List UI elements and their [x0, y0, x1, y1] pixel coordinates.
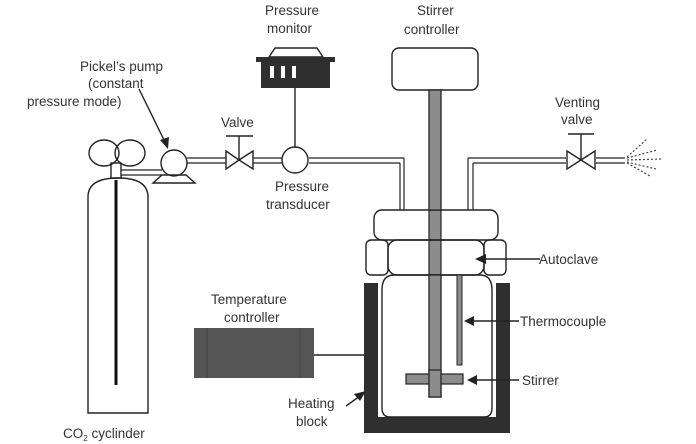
stirrer-hub	[428, 369, 442, 398]
display-digit-icon	[270, 66, 274, 78]
pump-label-line3: pressure mode)	[27, 94, 122, 109]
pickels-pump	[151, 149, 197, 184]
co2-cylinder-label: CO2 cyclinder	[63, 426, 145, 443]
pressure-monitor-label-line1: Pressure	[265, 3, 319, 18]
gauge-right-icon	[114, 139, 146, 167]
pressure-transducer-label-line1: Pressure	[275, 179, 329, 194]
co2-label-subscript: 2	[83, 434, 88, 443]
stirrer-arrow-icon	[467, 375, 519, 385]
pump-label-line2: (constant	[88, 76, 144, 91]
venting-valve	[566, 133, 596, 171]
heating-block-label-line1: Heating	[288, 396, 335, 411]
valve-label: Valve	[221, 115, 254, 130]
heating-block-label-line2: block	[296, 414, 328, 429]
co2-cylinder	[87, 139, 149, 414]
display-digit-icon	[292, 66, 296, 78]
thermocouple-label: Thermocouple	[520, 314, 606, 329]
pressure-transducer	[281, 88, 309, 174]
valve	[225, 135, 254, 171]
gauge-left-icon	[88, 139, 120, 167]
pressure-monitor-label-line2: monitor	[267, 21, 313, 36]
co2-label-prefix: CO	[63, 426, 83, 441]
stirrer-shaft-upper	[428, 89, 442, 211]
pipe-main-inlet	[187, 157, 405, 210]
venting-valve-label-line1: Venting	[555, 95, 600, 110]
display-digit-icon	[281, 66, 285, 78]
temperature-controller-label-line2: controller	[224, 310, 280, 325]
thermocouple-arrow-icon	[464, 316, 519, 326]
stirrer-controller-label-line2: controller	[404, 22, 460, 37]
autoclave	[365, 209, 507, 418]
pressure-monitor	[256, 47, 335, 88]
thermocouple	[456, 274, 463, 366]
pressure-transducer-label-line2: transducer	[266, 197, 330, 212]
pipe-venting	[467, 157, 625, 210]
pipe-cylinder-pump	[121, 169, 162, 176]
heating-block-arrow-icon	[345, 391, 366, 407]
venting-valve-label-line2: valve	[561, 112, 593, 127]
co2-label-suffix: cyclinder	[88, 426, 146, 441]
stirrer-controller	[391, 47, 479, 91]
autoclave-label: Autoclave	[539, 252, 598, 267]
stirrer-label: Stirrer	[522, 373, 559, 388]
temperature-controller-label-line1: Temperature	[211, 292, 287, 307]
autoclave-arrow-icon	[475, 254, 540, 264]
gas-spray-icon	[626, 138, 662, 177]
temperature-controller	[194, 328, 364, 378]
pump-arrow-icon	[138, 88, 169, 149]
stirrer-controller-label-line1: Stirrer	[417, 3, 454, 18]
pump-label-line1: Pickel’s pump	[80, 59, 163, 74]
